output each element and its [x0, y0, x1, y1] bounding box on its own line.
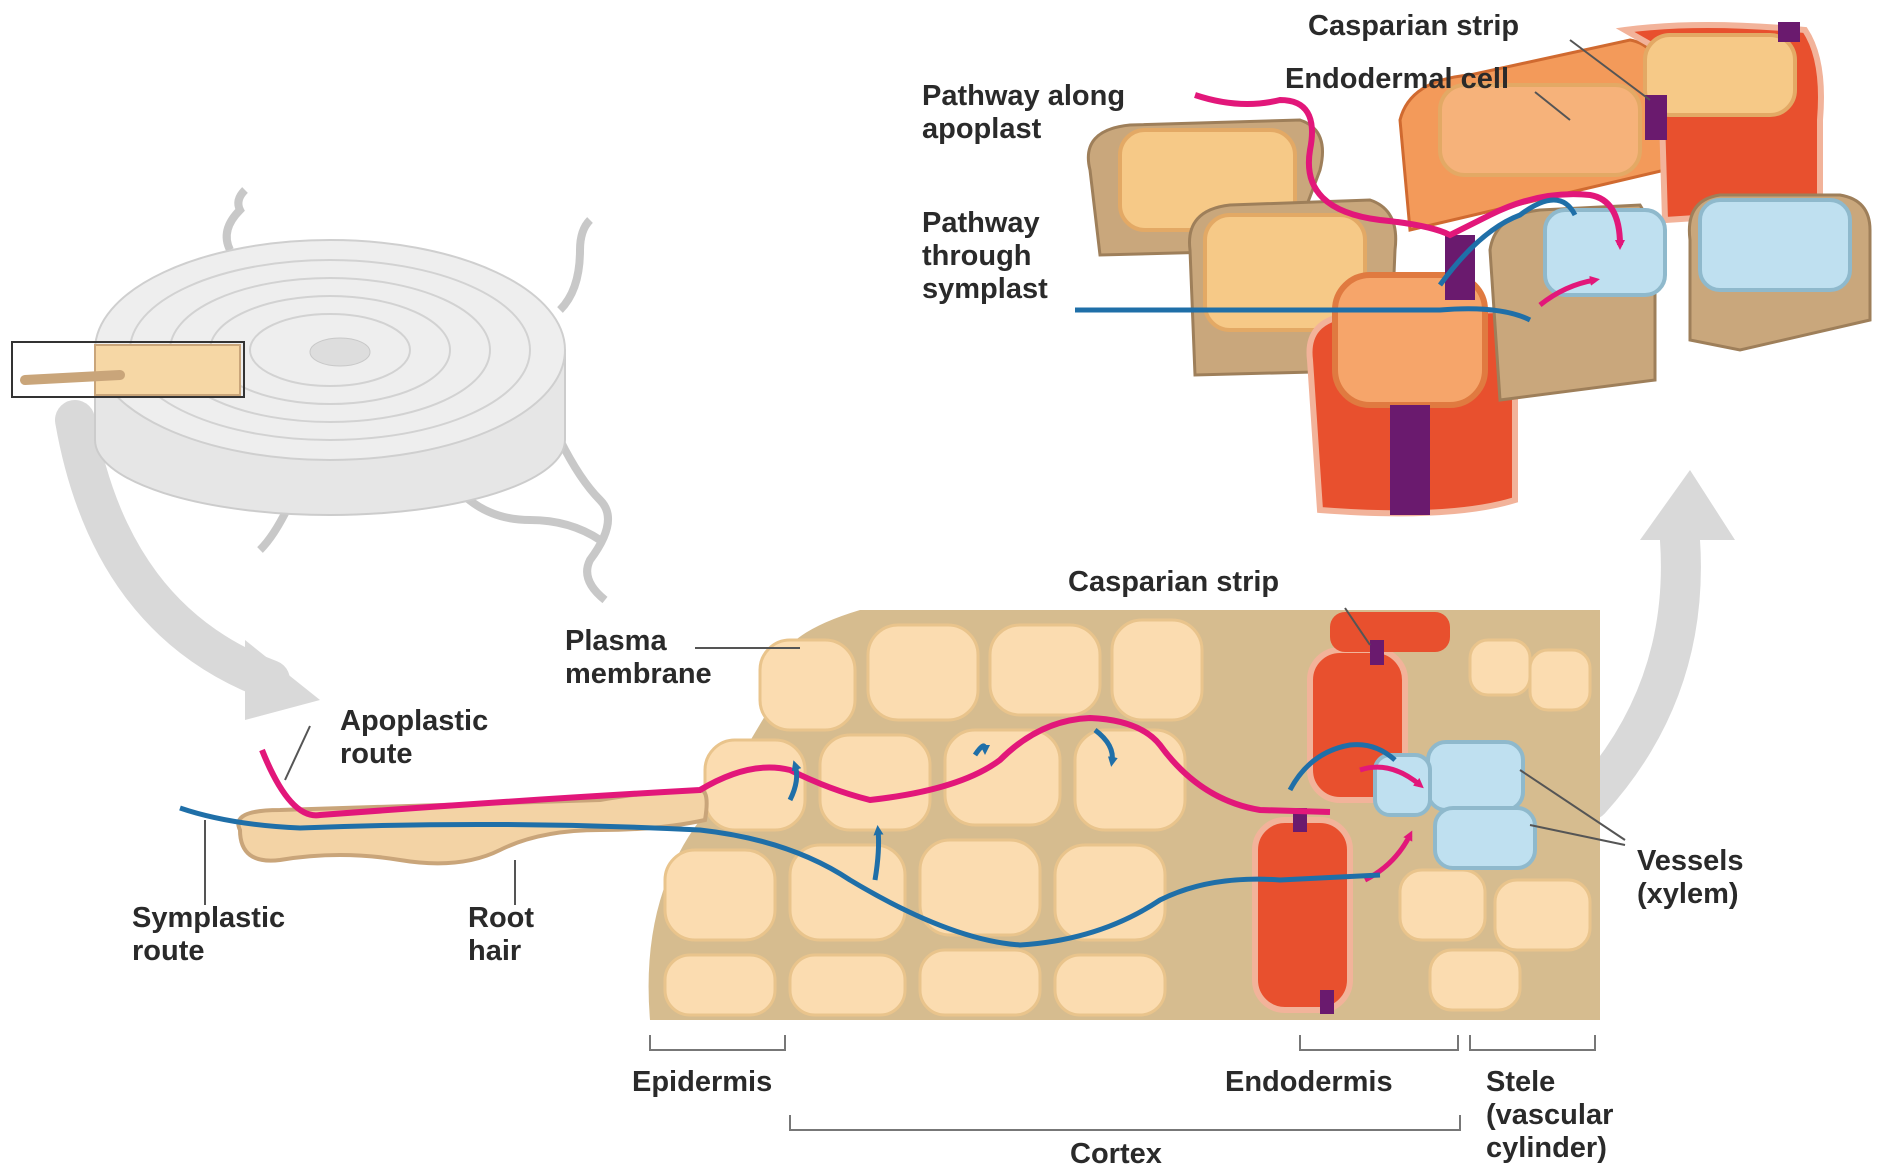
pathway-symplast-label: Pathway through symplast	[922, 207, 1048, 306]
guide-arrow-right	[1590, 470, 1735, 800]
casparian-strip-top-label: Casparian strip	[1308, 10, 1519, 43]
root-hair-label: Root hair	[468, 902, 534, 968]
endodermis-label: Endodermis	[1225, 1066, 1393, 1099]
epidermis-label: Epidermis	[632, 1066, 772, 1099]
plasma-membrane-label: Plasma membrane	[565, 625, 712, 691]
casparian-strip-bottom-label: Casparian strip	[1068, 566, 1279, 599]
cortex-label: Cortex	[1070, 1138, 1162, 1171]
stele-label: Stele (vascular cylinder)	[1486, 1066, 1613, 1165]
apoplastic-route-label: Apoplastic route	[340, 705, 488, 771]
pathway-apoplast-label: Pathway along apoplast	[922, 80, 1125, 146]
symplastic-route-label: Symplastic route	[132, 902, 285, 968]
endodermal-cell-label: Endodermal cell	[1285, 63, 1509, 96]
vessels-xylem-label: Vessels (xylem)	[1637, 845, 1743, 911]
region-brackets	[650, 1035, 1595, 1130]
